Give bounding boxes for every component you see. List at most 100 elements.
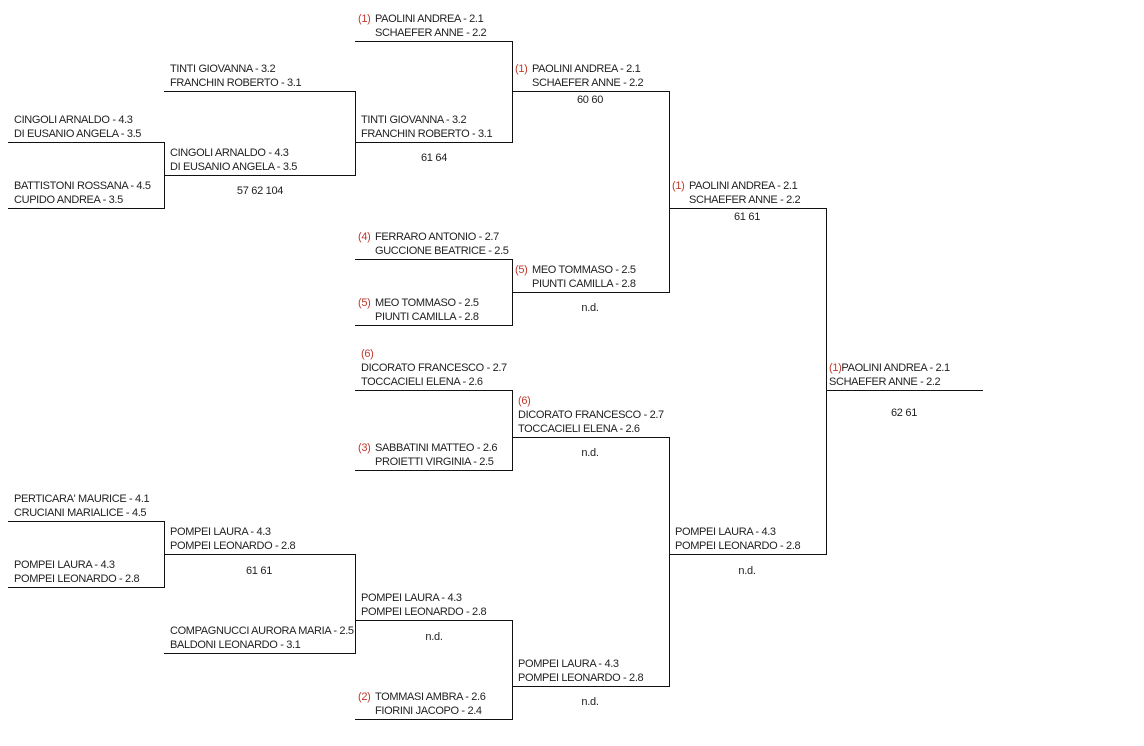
player-1: (1)PAOLINI ANDREA - 2.1 bbox=[515, 62, 643, 76]
bracket-line bbox=[512, 686, 669, 687]
bracket-line bbox=[355, 470, 512, 471]
bracket-connector bbox=[512, 620, 513, 720]
bracket-connector bbox=[164, 521, 165, 588]
match-score: n.d. bbox=[738, 565, 756, 577]
player-2-name: TOCCACIELI ELENA - 2.6 bbox=[361, 376, 483, 388]
bracket-line bbox=[8, 208, 164, 209]
player-1: CINGOLI ARNALDO - 4.3 bbox=[14, 113, 141, 127]
match-score: 60 60 bbox=[576, 94, 604, 106]
player-1: POMPEI LAURA - 4.3 bbox=[361, 591, 486, 605]
bracket-connector bbox=[669, 437, 670, 687]
player-2-name: POMPEI LEONARDO - 2.8 bbox=[361, 606, 487, 618]
seed-label: (1) bbox=[358, 13, 371, 25]
player-1: (1)PAOLINI ANDREA - 2.1 bbox=[672, 179, 800, 193]
player-1: BATTISTONI ROSSANA - 4.5 bbox=[14, 179, 151, 193]
match-score: 57 62 104 bbox=[236, 185, 284, 197]
seed-label: (5) bbox=[515, 264, 528, 276]
player-2-name: POMPEI LEONARDO - 2.8 bbox=[14, 573, 140, 585]
bracket-line bbox=[512, 91, 669, 92]
bracket-line bbox=[164, 653, 355, 654]
match-score: 61 61 bbox=[245, 565, 273, 577]
player-1: PERTICARA' MAURICE - 4.1 bbox=[14, 492, 150, 506]
player-1: (3)SABBATINI MATTEO - 2.6 bbox=[358, 441, 497, 455]
match-score: 61 61 bbox=[733, 211, 761, 223]
seed-label: (6) bbox=[518, 395, 531, 407]
match-score: n.d. bbox=[581, 302, 599, 314]
player-1: (5)MEO TOMMASO - 2.5 bbox=[515, 263, 636, 277]
player-2-name: TOCCACIELI ELENA - 2.6 bbox=[518, 423, 640, 435]
seed-label: (2) bbox=[358, 691, 371, 703]
player-1: (2) TOMMASI AMBRA - 2.6 bbox=[358, 690, 486, 704]
player-2-name: SCHAEFER ANNE - 2.2 bbox=[689, 194, 801, 206]
player-1-name: TINTI GIOVANNA - 3.2 bbox=[170, 63, 276, 75]
match-score: n.d. bbox=[425, 631, 443, 643]
player-1: DICORATO FRANCESCO - 2.7 bbox=[361, 361, 507, 375]
player-2-name: POMPEI LEONARDO - 2.8 bbox=[518, 672, 644, 684]
seed-label: (6) bbox=[361, 348, 374, 360]
player-2-name: SCHAEFER ANNE - 2.2 bbox=[829, 376, 941, 388]
bracket-line bbox=[8, 142, 164, 143]
player-2-name: POMPEI LEONARDO - 2.8 bbox=[675, 540, 801, 552]
bracket-line bbox=[355, 41, 512, 42]
player-1-name: BATTISTONI ROSSANA - 4.5 bbox=[14, 180, 151, 192]
bracket-line bbox=[355, 719, 512, 720]
player-1-name: POMPEI LAURA - 4.3 bbox=[170, 526, 271, 538]
player-1-name: CINGOLI ARNALDO - 4.3 bbox=[170, 147, 289, 159]
player-1: (4)FERRARO ANTONIO - 2.7 bbox=[358, 230, 509, 244]
player-1-name: TOMMASI AMBRA - 2.6 bbox=[375, 691, 486, 703]
bracket-line bbox=[669, 208, 826, 209]
bracket-slot[interactable]: CINGOLI ARNALDO - 4.3 DI EUSANIO ANGELA -… bbox=[170, 146, 297, 174]
player-1-name: SABBATINI MATTEO - 2.6 bbox=[375, 442, 498, 454]
player-1-name: DICORATO FRANCESCO - 2.7 bbox=[518, 409, 664, 421]
player-2-name: PIUNTI CAMILLA - 2.8 bbox=[375, 311, 479, 323]
player-1-name: PAOLINI ANDREA - 2.1 bbox=[689, 180, 798, 192]
player-1: TINTI GIOVANNA - 3.2 bbox=[170, 62, 301, 76]
bracket-line bbox=[669, 554, 826, 555]
bracket-line bbox=[512, 437, 669, 438]
match-score: 62 61 bbox=[890, 407, 918, 419]
seed-label: (5) bbox=[358, 297, 371, 309]
player-1: (1)PAOLINI ANDREA - 2.1 bbox=[829, 361, 950, 375]
player-1-name: TINTI GIOVANNA - 3.2 bbox=[361, 114, 467, 126]
player-2-name: CRUCIANI MARIALICE - 4.5 bbox=[14, 507, 147, 519]
seed-label: (4) bbox=[358, 231, 371, 243]
player-1: POMPEI LAURA - 4.3 bbox=[170, 525, 295, 539]
player-1: TINTI GIOVANNA - 3.2 bbox=[361, 113, 492, 127]
player-1-name: PERTICARA' MAURICE - 4.1 bbox=[14, 493, 150, 505]
seed-label: (1) bbox=[829, 362, 842, 374]
bracket-connector bbox=[355, 554, 356, 654]
player-2-name: BALDONI LEONARDO - 3.1 bbox=[170, 639, 301, 651]
bracket-connector bbox=[669, 91, 670, 293]
player-2-name: DI EUSANIO ANGELA - 3.5 bbox=[170, 161, 298, 173]
bracket-connector bbox=[512, 259, 513, 326]
player-1-name: PAOLINI ANDREA - 2.1 bbox=[375, 13, 484, 25]
bracket-line bbox=[164, 175, 355, 176]
player-1: COMPAGNUCCI AURORA MARIA - 2.5 bbox=[170, 624, 354, 638]
player-1: POMPEI LAURA - 4.3 bbox=[14, 558, 139, 572]
player-2-name: DI EUSANIO ANGELA - 3.5 bbox=[14, 128, 142, 140]
bracket-line bbox=[8, 521, 164, 522]
player-1-name: MEO TOMMASO - 2.5 bbox=[375, 297, 479, 309]
